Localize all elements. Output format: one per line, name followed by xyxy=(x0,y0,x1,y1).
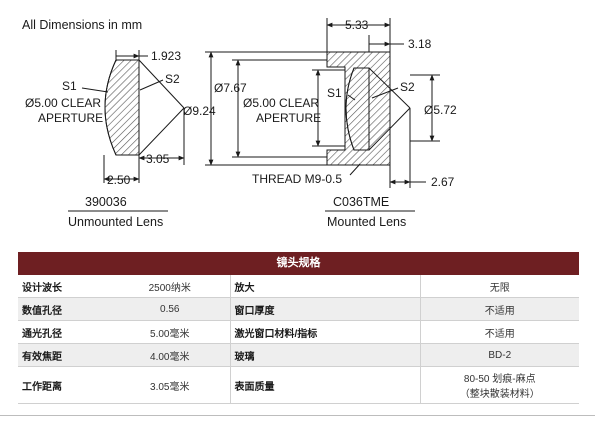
spec-label: 设计波长 xyxy=(18,275,110,298)
unmounted-part-number: 390036 xyxy=(85,195,127,209)
mounted-bfl-label: 2.67 xyxy=(431,175,455,189)
mounted-front-label: 3.18 xyxy=(408,37,432,51)
unmounted-clear-aperture-line2: APERTURE xyxy=(38,111,103,125)
spec-value-line: 80-50 划痕-麻点 xyxy=(463,374,536,385)
lens-specs-table: 镜头规格 设计波长 2500纳米 放大 无限 数值孔径 0.56 窗口厚度 不适… xyxy=(18,252,579,404)
mounted-inner-diameter-label: Ø7.67 xyxy=(214,81,247,95)
unmounted-lens-drawing xyxy=(81,50,185,183)
spec-label: 放大 xyxy=(229,275,420,298)
spec-value: 不适用 xyxy=(419,297,579,321)
spec-label: 数值孔径 xyxy=(18,297,110,321)
mounted-exit-diameter-label: Ø5.72 xyxy=(424,103,457,117)
spec-value: 不适用 xyxy=(419,320,579,344)
table-row: 设计波长 2500纳米 放大 无限 xyxy=(18,275,579,298)
spec-value-line: （整块散装材料） xyxy=(459,389,540,400)
spec-value: 5.00毫米 xyxy=(110,320,230,344)
spec-value: 无限 xyxy=(419,275,579,298)
dimensions-heading: All Dimensions in mm xyxy=(22,18,142,32)
unmounted-thickness-label: 1.923 xyxy=(151,49,181,63)
mounted-clear-aperture-line2: APERTURE xyxy=(256,111,321,125)
spec-label: 激光窗口材料/指标 xyxy=(229,320,420,344)
mounted-lens-drawing xyxy=(205,18,440,188)
unmounted-bfl-label: 3.05 xyxy=(146,152,170,166)
spec-label: 工作距离 xyxy=(18,366,110,404)
table-row: 工作距离 3.05毫米 表面质量 80-50 划痕-麻点 （整块散装材料） xyxy=(18,366,579,404)
spec-value: 3.05毫米 xyxy=(110,366,230,404)
mounted-s2-label: S2 xyxy=(400,80,415,94)
unmounted-clear-aperture-line1: Ø5.00 CLEAR xyxy=(25,96,101,110)
specs-title: 镜头规格 xyxy=(18,252,579,275)
unmounted-s2-label: S2 xyxy=(165,72,180,86)
spec-value: 2500纳米 xyxy=(110,275,230,298)
spec-value: 0.56 xyxy=(110,297,230,321)
mounted-s1-label: S1 xyxy=(327,86,342,100)
spec-label: 表面质量 xyxy=(229,366,420,404)
unmounted-caption: Unmounted Lens xyxy=(68,215,163,229)
unmounted-width-label: 2.50 xyxy=(107,173,131,187)
table-row: 数值孔径 0.56 窗口厚度 不适用 xyxy=(18,297,579,321)
unmounted-s1-label: S1 xyxy=(62,79,77,93)
spec-label: 窗口厚度 xyxy=(229,297,420,321)
spec-label: 有效焦距 xyxy=(18,343,110,367)
spec-label: 玻璃 xyxy=(229,343,420,367)
mounted-outer-diameter-label: Ø9.24 xyxy=(183,104,216,118)
spec-label: 通光孔径 xyxy=(18,320,110,344)
bottom-divider xyxy=(0,415,595,416)
mounted-caption: Mounted Lens xyxy=(327,215,406,229)
table-row: 有效焦距 4.00毫米 玻璃 BD-2 xyxy=(18,343,579,367)
spec-value: BD-2 xyxy=(419,343,579,367)
spec-value: 4.00毫米 xyxy=(110,343,230,367)
mounted-clear-aperture-line1: Ø5.00 CLEAR xyxy=(243,96,319,110)
mounted-length-label: 5.33 xyxy=(345,18,369,32)
mounted-part-number: C036TME xyxy=(333,195,389,209)
spec-value-multiline: 80-50 划痕-麻点 （整块散装材料） xyxy=(419,366,579,404)
table-row: 通光孔径 5.00毫米 激光窗口材料/指标 不适用 xyxy=(18,320,579,344)
mounted-thread-label: THREAD M9-0.5 xyxy=(252,172,342,186)
lens-drawing: All Dimensions in mm 1.923 S1 S2 Ø5.00 C… xyxy=(22,18,457,229)
